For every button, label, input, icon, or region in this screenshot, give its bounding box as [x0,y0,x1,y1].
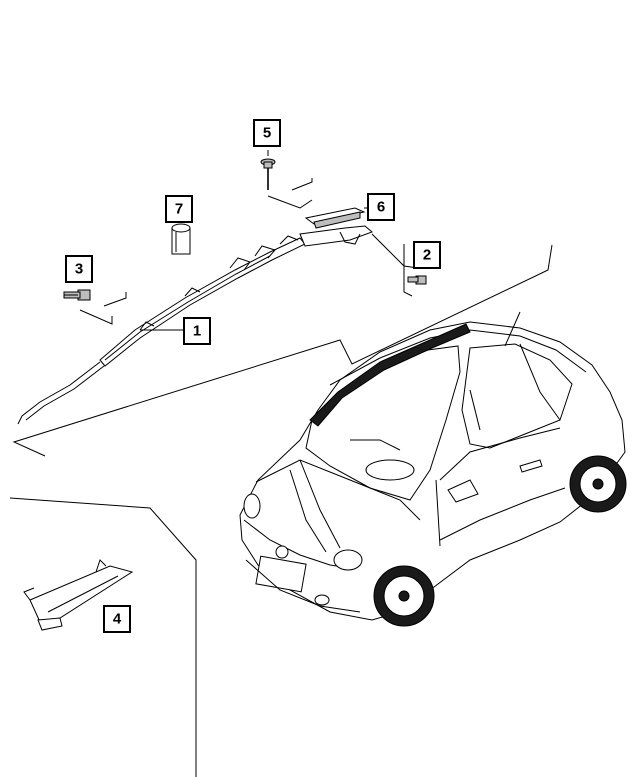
callout-2: 2 [413,241,441,269]
bracket-6 [304,207,366,229]
car-illustration [239,311,627,627]
bolt-3 [63,289,91,301]
bracket-4 [23,559,134,631]
section-divider-main [12,244,553,457]
callout-4-label: 4 [113,611,122,628]
callout-1-label: 1 [193,323,201,340]
callout-6: 6 [367,193,395,221]
callout-3: 3 [65,255,93,283]
callout-3-label: 3 [75,261,83,278]
inflator-7 [171,223,191,255]
bolt-2 [407,275,427,285]
curtain-airbag [17,225,373,425]
callout-4: 4 [103,605,131,633]
callout-5-label: 5 [263,125,271,142]
callout-2-label: 2 [423,247,431,264]
callout-1: 1 [183,317,211,345]
callout-5: 5 [253,119,281,147]
screw-5 [260,158,276,190]
callout-7-label: 7 [175,201,183,218]
callout-7: 7 [165,195,193,223]
callout-6-label: 6 [377,199,385,216]
section-divider-lower [9,497,197,777]
